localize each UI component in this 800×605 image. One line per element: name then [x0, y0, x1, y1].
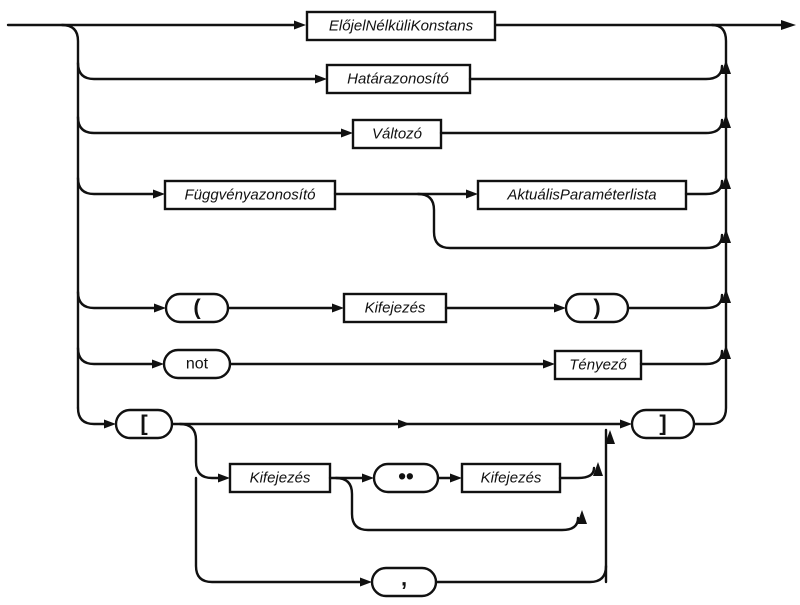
box-variable [351, 118, 443, 150]
parameter-list-bypass [416, 192, 724, 250]
label-actual-parameter-list: AktuálisParaméterlista [506, 187, 656, 204]
text-close-bracket: ] [659, 411, 666, 436]
text-comma: , [401, 566, 407, 591]
box-bound-identifier [325, 63, 472, 95]
box-element-expression [228, 462, 332, 494]
label-unsigned-constant: ElőjelNélküliKonstans [329, 18, 474, 35]
text-close-paren: ) [593, 295, 600, 320]
alt-not-factor: not Tényező [76, 345, 731, 381]
exit-arrow [781, 20, 796, 30]
box-unsigned-constant [305, 10, 497, 42]
label-bound-identifier: Határazonosító [347, 71, 449, 88]
box-actual-parameter-list [476, 179, 688, 211]
terminal-close-bracket [630, 408, 696, 440]
box-function-identifier [163, 179, 337, 211]
entry-line [6, 23, 80, 410]
label-expression-paren: Kifejezés [365, 300, 426, 317]
text-not: not [186, 356, 209, 373]
alt-unsigned-constant: ElőjelNélküliKonstans [60, 10, 497, 42]
alt-function-call: Függvényazonosító AktuálisParaméterlista [76, 175, 731, 250]
text-range-dots: •• [398, 464, 413, 489]
alt-bound-identifier: Határazonosító [76, 60, 731, 95]
comma-loop [194, 476, 366, 584]
text-open-paren: ( [193, 295, 201, 320]
label-variable: Változó [372, 126, 422, 143]
label-function-identifier: Függvényazonosító [185, 187, 316, 204]
alt-set-constructor: [ ] Kifejezés •• Kifejezés , [76, 406, 696, 598]
alt-variable: Változó [76, 114, 731, 150]
label-element-expression: Kifejezés [250, 470, 311, 487]
text-open-bracket: [ [140, 411, 148, 436]
alt-parenthesized: ( Kifejezés ) [76, 289, 731, 324]
label-factor: Tényező [569, 357, 627, 374]
box-factor [553, 349, 643, 381]
range-bypass [334, 476, 580, 532]
label-range-expression: Kifejezés [481, 470, 542, 487]
